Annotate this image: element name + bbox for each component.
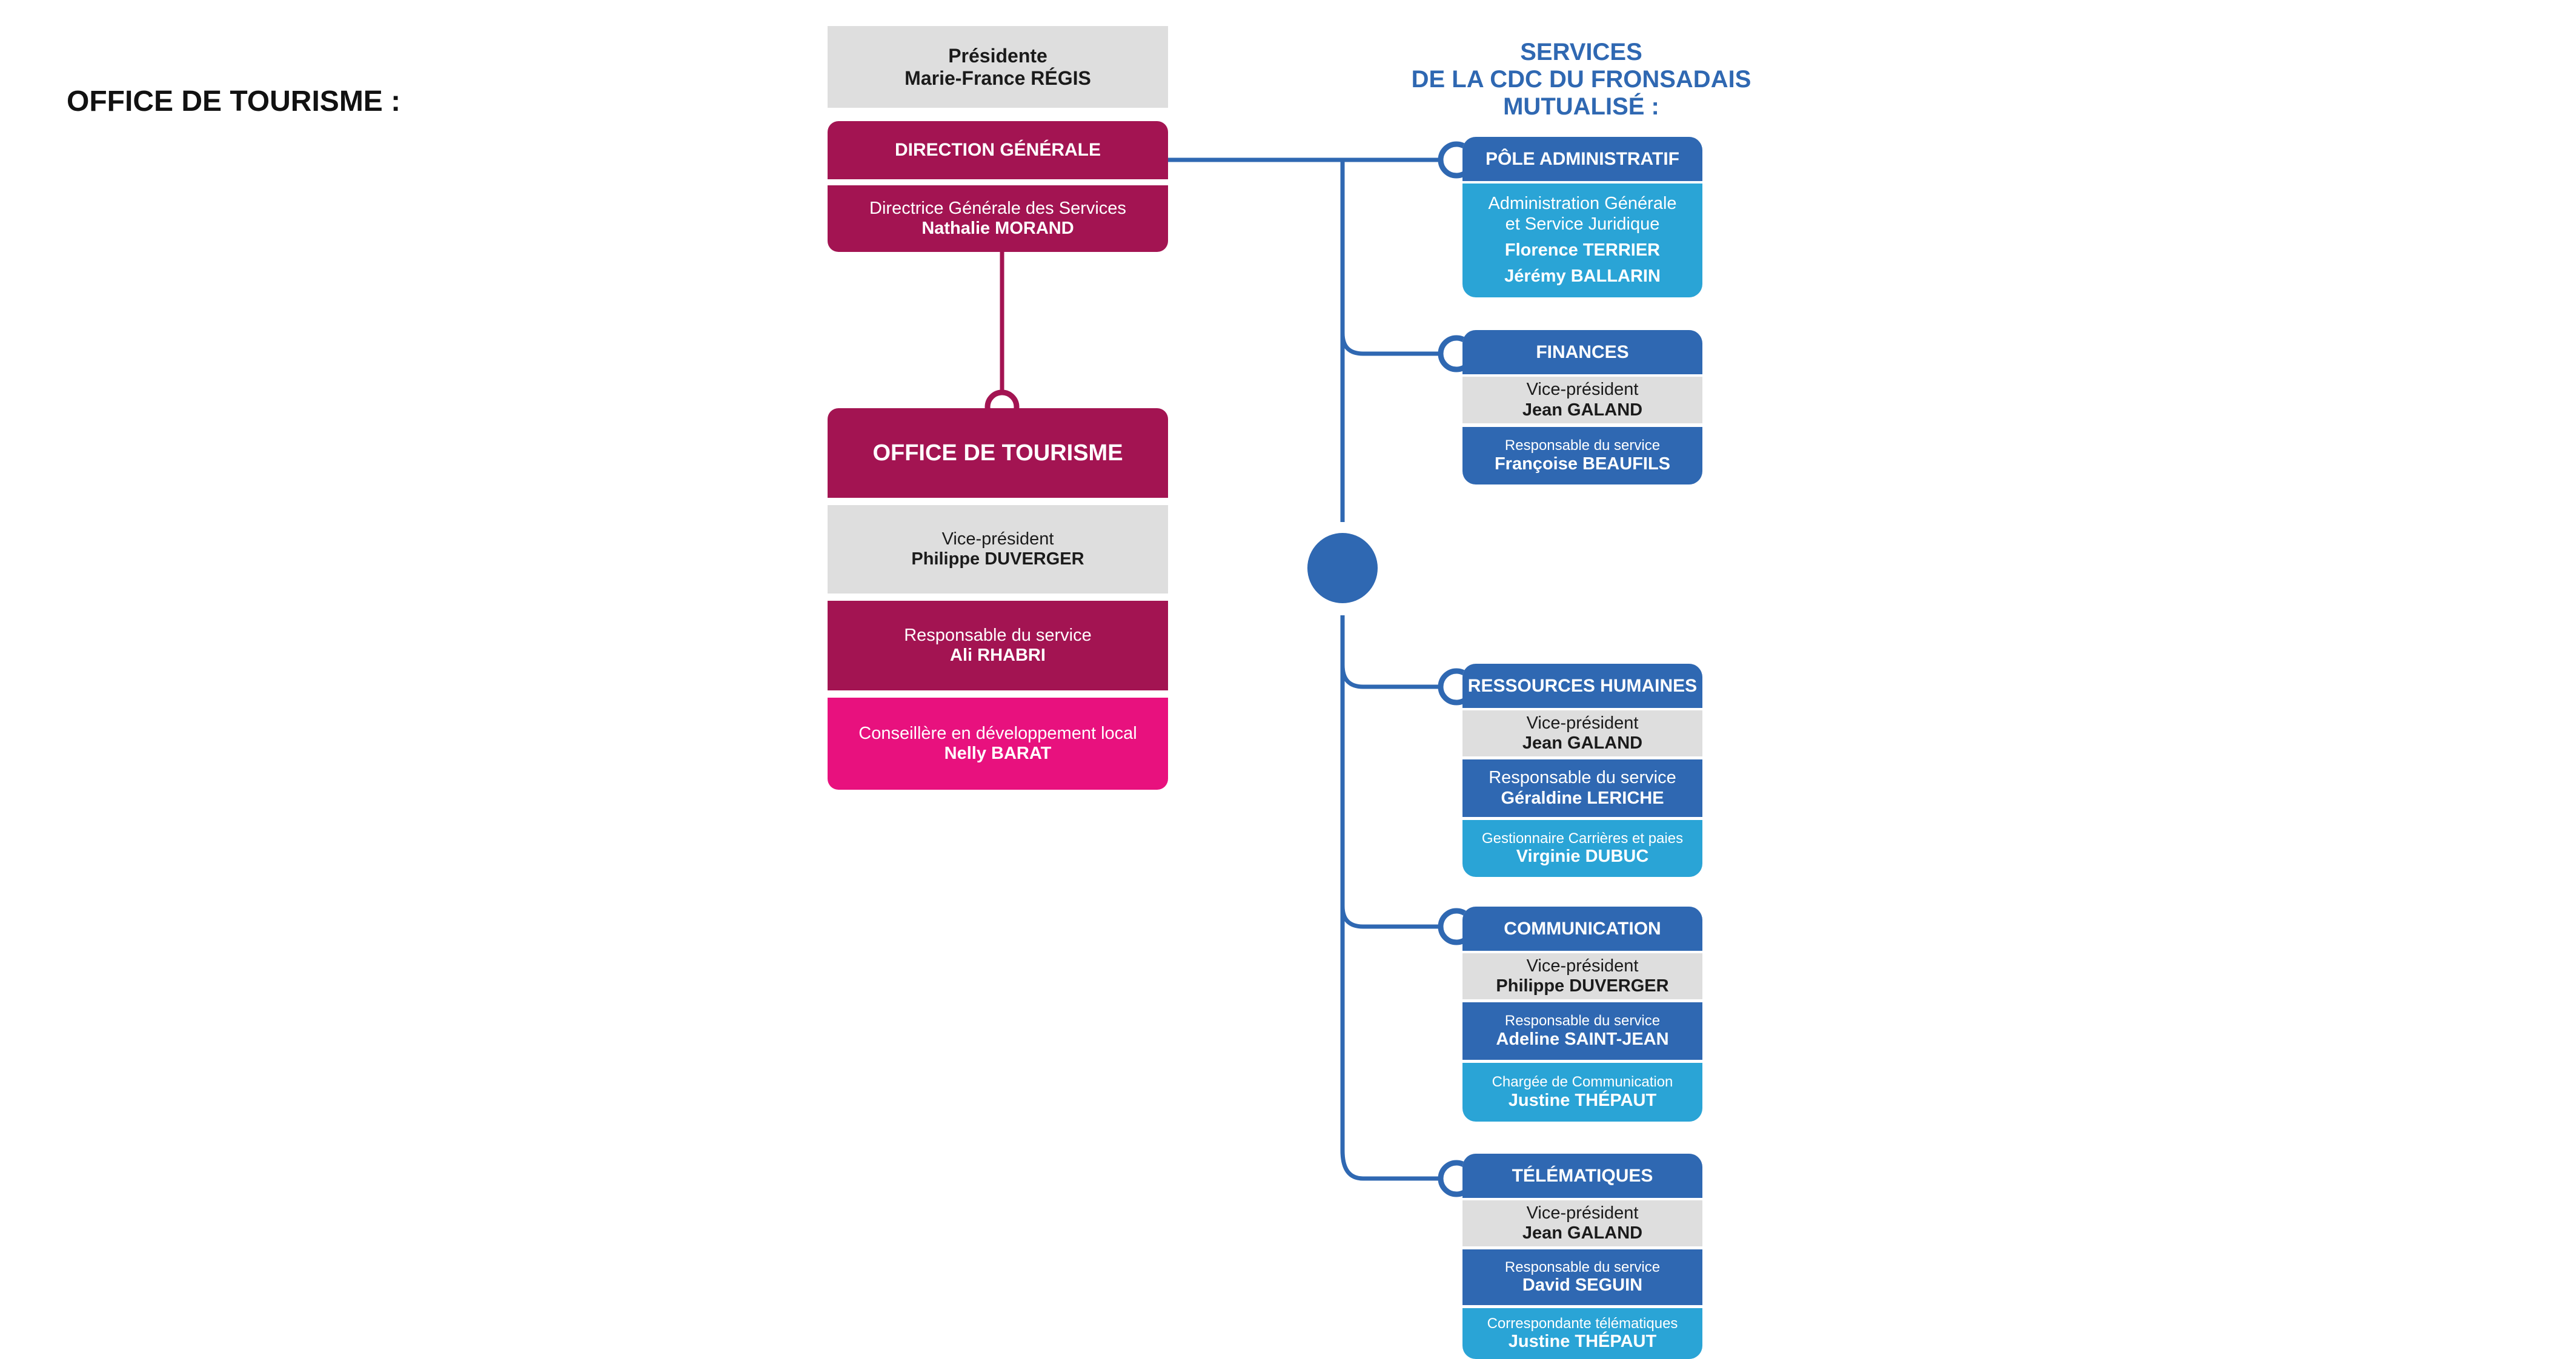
presidente-name: Marie-France RÉGIS [905,67,1091,89]
pole-name2: Jérémy BALLARIN [1504,266,1661,286]
office-resp-name: Ali RHABRI [950,646,1046,665]
finances-vp-role: Vice-président [1526,380,1639,400]
telematiques-vp-role: Vice-président [1526,1203,1639,1223]
office-title: OFFICE DE TOURISME [828,408,1168,498]
branch-communication [1340,905,1442,929]
services-title: SERVICES DE LA CDC DU FRONSADAIS MUTUALI… [1363,39,1799,120]
rh-resp: Responsable du service Géraldine LERICHE [1462,759,1702,817]
direction-card: DIRECTION GÉNÉRALE Directrice Générale d… [828,121,1168,252]
pole-body: Administration Générale et Service Jurid… [1462,184,1702,297]
office-vp-name: Philippe DUVERGER [911,549,1084,569]
finances-resp: Responsable du service Françoise BEAUFIL… [1462,427,1702,484]
finances-card: FINANCES Vice-président Jean GALAND Resp… [1462,330,1702,484]
direction-title: DIRECTION GÉNÉRALE [828,121,1168,179]
telematiques-card: TÉLÉMATIQUES Vice-président Jean GALAND … [1462,1154,1702,1359]
rh-vp: Vice-président Jean GALAND [1462,710,1702,756]
presidente-role: Présidente [948,44,1047,67]
pole-title: PÔLE ADMINISTRATIF [1462,137,1702,181]
branch-telematiques [1340,1150,1442,1181]
finances-resp-role: Responsable du service [1504,437,1661,454]
services-hub-node [1307,533,1378,603]
telematiques-resp-role: Responsable du service [1504,1258,1661,1275]
communication-extra-role: Chargée de Communication [1492,1074,1673,1091]
branch-finances [1340,332,1442,356]
rh-card: RESSOURCES HUMAINES Vice-président Jean … [1462,664,1702,877]
finances-resp-name: Françoise BEAUFILS [1494,454,1671,474]
office-cons-name: Nelly BARAT [944,744,1052,763]
telematiques-extra: Correspondante télématiques Justine THÉP… [1462,1308,1702,1359]
direction-role: Directrice Générale des Services [869,198,1126,218]
office-vp-role: Vice-président [941,529,1054,549]
pole-desc1: Administration Générale [1488,194,1677,214]
office-conseillere: Conseillère en développement local Nelly… [828,698,1168,790]
pole-desc2: et Service Juridique [1505,214,1660,234]
pole-name1: Florence TERRIER [1504,240,1661,260]
presidente-box: Présidente Marie-France RÉGIS [828,26,1168,108]
rh-resp-role: Responsable du service [1489,768,1676,788]
office-resp-role: Responsable du service [904,625,1092,645]
telematiques-vp: Vice-président Jean GALAND [1462,1200,1702,1246]
rh-extra: Gestionnaire Carrières et paies Virginie… [1462,820,1702,877]
services-title-line1: SERVICES [1520,39,1642,65]
communication-extra: Chargée de Communication Justine THÉPAUT [1462,1063,1702,1122]
rh-vp-role: Vice-président [1526,713,1639,733]
direction-body: Directrice Générale des Services Nathali… [828,185,1168,252]
office-vp: Vice-président Philippe DUVERGER [828,505,1168,594]
telematiques-extra-name: Justine THÉPAUT [1508,1332,1657,1352]
rh-extra-name: Virginie DUBUC [1516,847,1649,867]
communication-vp-name: Philippe DUVERGER [1496,976,1669,996]
finances-vp-name: Jean GALAND [1522,400,1643,420]
communication-resp-role: Responsable du service [1504,1013,1661,1030]
branch-rh [1340,664,1442,689]
communication-resp-name: Adeline SAINT-JEAN [1496,1029,1669,1049]
telematiques-resp: Responsable du service David SEGUIN [1462,1249,1702,1305]
communication-vp: Vice-président Philippe DUVERGER [1462,953,1702,999]
telematiques-vp-name: Jean GALAND [1522,1223,1643,1243]
page-title: OFFICE DE TOURISME : [67,85,401,117]
finances-vp: Vice-président Jean GALAND [1462,377,1702,423]
communication-title: COMMUNICATION [1462,907,1702,951]
telematiques-extra-role: Correspondante télématiques [1487,1315,1678,1332]
telematiques-resp-name: David SEGUIN [1522,1275,1643,1295]
communication-extra-name: Justine THÉPAUT [1508,1090,1657,1110]
rh-extra-role: Gestionnaire Carrières et paies [1481,830,1684,847]
rh-title: RESSOURCES HUMAINES [1462,664,1702,708]
services-title-line3: MUTUALISÉ : [1503,93,1659,120]
pole-card: PÔLE ADMINISTRATIF Administration Généra… [1462,137,1702,297]
office-resp: Responsable du service Ali RHABRI [828,601,1168,690]
rh-resp-name: Géraldine LERICHE [1501,788,1664,808]
communication-card: COMMUNICATION Vice-président Philippe DU… [1462,907,1702,1122]
telematiques-title: TÉLÉMATIQUES [1462,1154,1702,1198]
office-cons-role: Conseillère en développement local [858,723,1137,743]
office-card: OFFICE DE TOURISME Vice-président Philip… [828,408,1168,790]
communication-resp: Responsable du service Adeline SAINT-JEA… [1462,1002,1702,1060]
communication-vp-role: Vice-président [1526,956,1639,976]
services-title-line2: DE LA CDC DU FRONSADAIS [1411,65,1751,93]
finances-title: FINANCES [1462,330,1702,374]
direction-name: Nathalie MORAND [921,219,1074,238]
rh-vp-name: Jean GALAND [1522,733,1643,753]
